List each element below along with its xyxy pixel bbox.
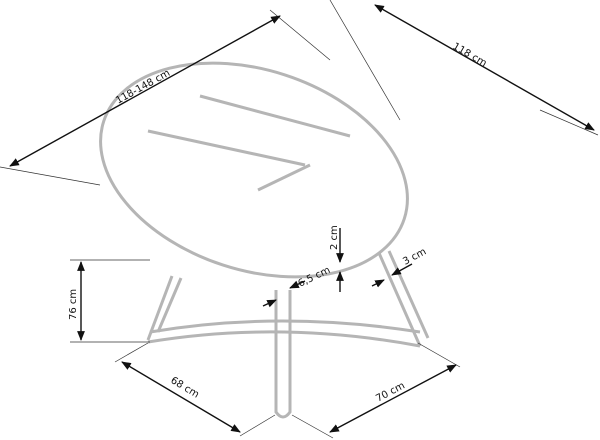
center-leg (274, 290, 292, 419)
base-right-label: 70 cm (374, 380, 407, 404)
table-top (99, 61, 409, 279)
cross-brace (147, 319, 421, 348)
extended-length-label: 118-148 cm (114, 68, 172, 107)
leg-width-arrow-left (262, 299, 277, 308)
base-left-label: 68 cm (168, 375, 200, 400)
right-leg (377, 250, 430, 347)
base-right-line (329, 364, 457, 433)
left-leg (146, 275, 183, 341)
base-left-line (121, 361, 241, 433)
table-drawing (99, 61, 430, 419)
thickness-label: 2 cm (329, 225, 340, 250)
width-line (374, 4, 595, 131)
leaf-line (257, 163, 311, 192)
leg-width-label: 6,5 cm (296, 265, 332, 290)
extended-length-line (9, 15, 281, 167)
leaf-line (199, 94, 351, 138)
frame-arrow-left (371, 279, 385, 288)
height-label: 76 cm (68, 289, 79, 320)
width-label: 118 cm (451, 41, 489, 69)
leg-width-arrow-right (289, 280, 306, 289)
leaf-line (147, 129, 306, 167)
frame-arrow-right (391, 263, 413, 276)
frame-width-label: 3 cm (401, 246, 428, 267)
